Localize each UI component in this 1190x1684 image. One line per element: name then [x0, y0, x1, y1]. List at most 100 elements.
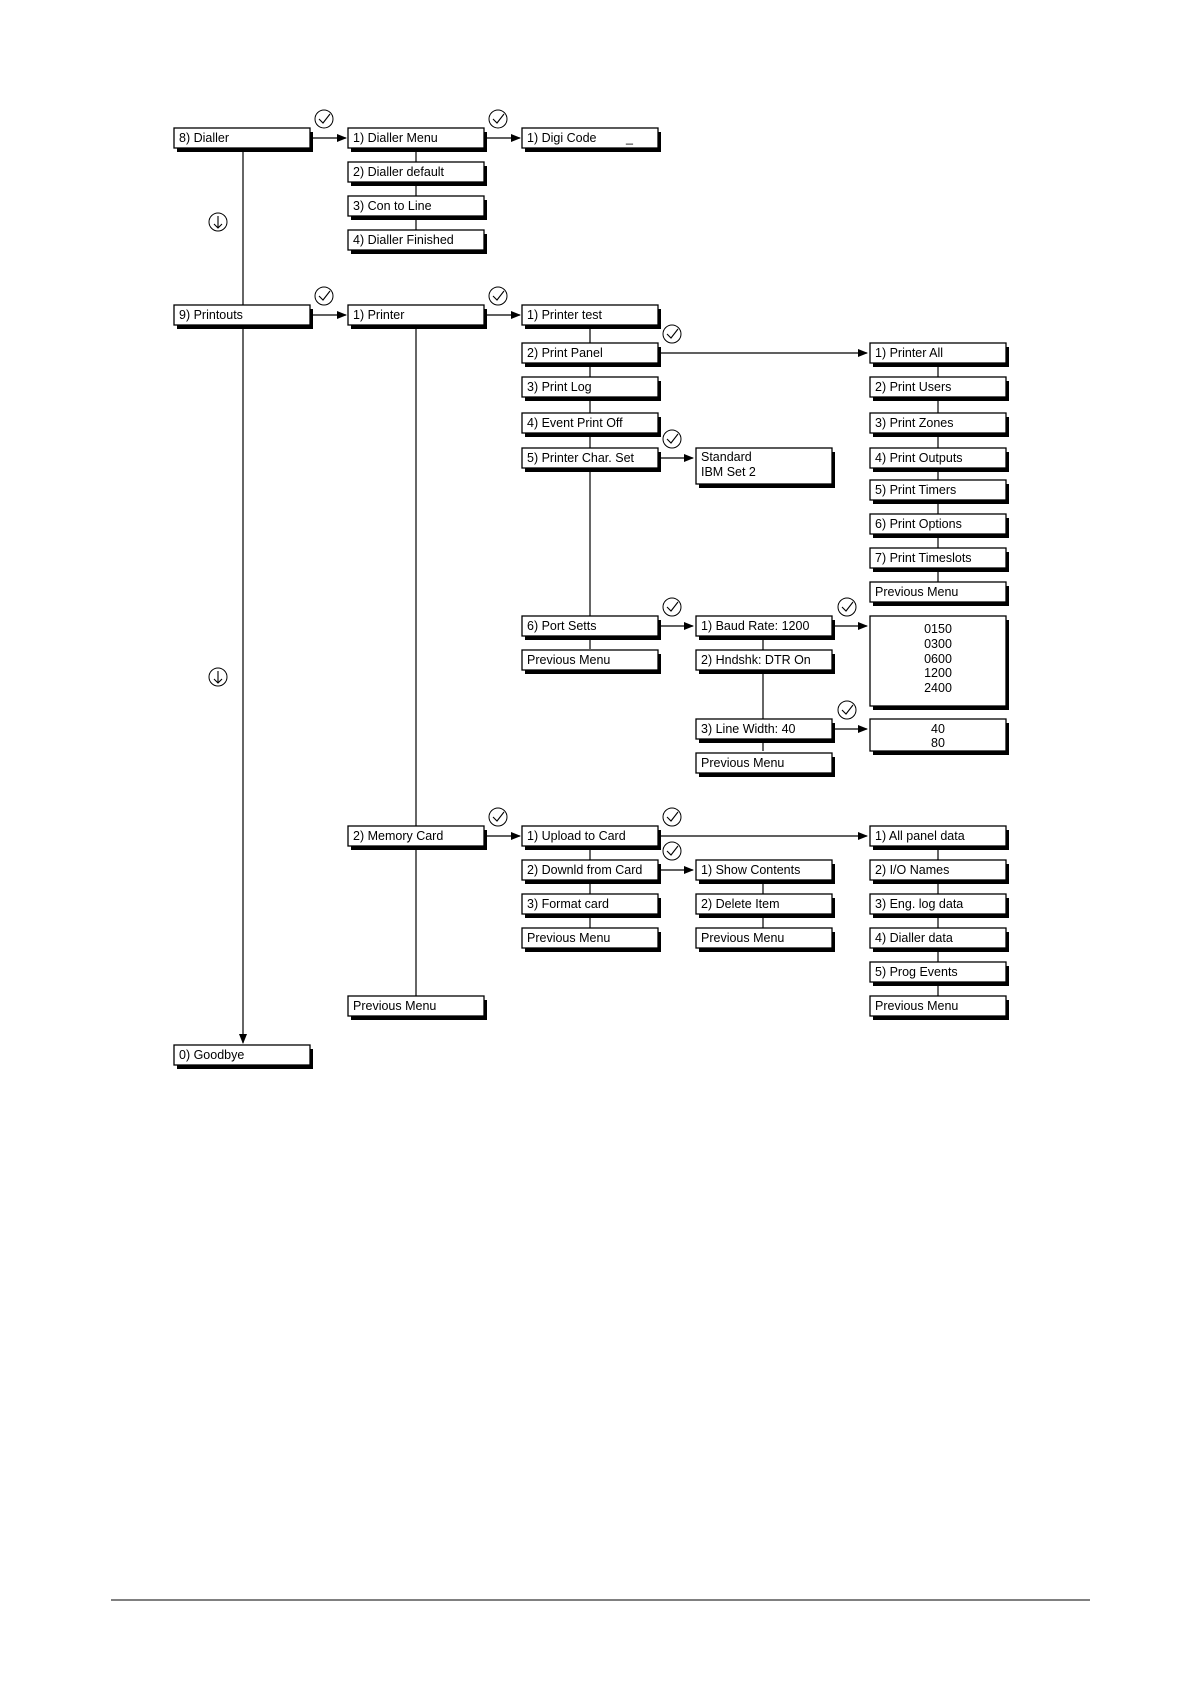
- menu-previous-menu-printer-label: Previous Menu: [527, 653, 610, 667]
- check-icon: [662, 597, 682, 617]
- check-icon: [662, 429, 682, 449]
- menu-print-timers-label: 5) Print Timers: [875, 483, 956, 497]
- menu-format-card-label: 3) Format card: [527, 897, 609, 911]
- menu-memory-card-label: 2) Memory Card: [353, 829, 443, 843]
- check-icon: [314, 109, 334, 129]
- menu-delete-item[interactable]: 2) Delete Item: [695, 893, 835, 918]
- char-set-option: IBM Set 2: [701, 465, 756, 479]
- menu-prog-events-label: 5) Prog Events: [875, 965, 958, 979]
- menu-previous-menu-panel[interactable]: Previous Menu: [869, 581, 1009, 606]
- menu-printouts[interactable]: 9) Printouts: [173, 304, 313, 329]
- menu-printer-all[interactable]: 1) Printer All: [869, 342, 1009, 367]
- menu-printer-label: 1) Printer: [353, 308, 404, 322]
- menu-goodbye[interactable]: 0) Goodbye: [173, 1044, 313, 1069]
- menu-eng-log-data-label: 3) Eng. log data: [875, 897, 963, 911]
- menu-print-outputs-label: 4) Print Outputs: [875, 451, 963, 465]
- menu-print-options[interactable]: 6) Print Options: [869, 513, 1009, 538]
- menu-dialler-label: 8) Dialler: [179, 131, 229, 145]
- menu-delete-item-label: 2) Delete Item: [701, 897, 780, 911]
- menu-digi-code-label: 1) Digi Code: [527, 131, 597, 145]
- menu-previous-menu-upload[interactable]: Previous Menu: [869, 995, 1009, 1020]
- menu-previous-menu-panel-label: Previous Menu: [875, 585, 958, 599]
- menu-hndshk[interactable]: 2) Hndshk: DTR On: [695, 649, 835, 674]
- menu-print-log[interactable]: 3) Print Log: [521, 376, 661, 401]
- menu-port-setts[interactable]: 6) Port Setts: [521, 615, 661, 640]
- menu-dialler-finished-label: 4) Dialler Finished: [353, 233, 454, 247]
- menu-print-timeslots-label: 7) Print Timeslots: [875, 551, 972, 565]
- menu-con-to-line-label: 3) Con to Line: [353, 199, 432, 213]
- menu-previous-menu-card-label: Previous Menu: [527, 931, 610, 945]
- menu-previous-menu-port[interactable]: Previous Menu: [695, 752, 835, 777]
- menu-print-timeslots[interactable]: 7) Print Timeslots: [869, 547, 1009, 572]
- menu-previous-menu-printouts[interactable]: Previous Menu: [347, 995, 487, 1020]
- char-set-option: Standard: [701, 450, 752, 464]
- menu-show-contents[interactable]: 1) Show Contents: [695, 859, 835, 884]
- menu-eng-log-data[interactable]: 3) Eng. log data: [869, 893, 1009, 918]
- menu-con-to-line[interactable]: 3) Con to Line: [347, 195, 487, 220]
- menu-print-log-label: 3) Print Log: [527, 380, 592, 394]
- menu-previous-menu-downld[interactable]: Previous Menu: [695, 927, 835, 952]
- menu-printer-test[interactable]: 1) Printer test: [521, 304, 661, 329]
- menu-dialler-default-label: 2) Dialler default: [353, 165, 445, 179]
- menu-memory-card[interactable]: 2) Memory Card: [347, 825, 487, 850]
- menu-printer[interactable]: 1) Printer: [347, 304, 487, 329]
- baud-option: 2400: [924, 681, 952, 695]
- menu-upload-to-card-label: 1) Upload to Card: [527, 829, 626, 843]
- menu-previous-menu-card[interactable]: Previous Menu: [521, 927, 661, 952]
- menu-print-outputs[interactable]: 4) Print Outputs: [869, 447, 1009, 472]
- baud-option: 1200: [924, 666, 952, 680]
- menu-port-setts-label: 6) Port Setts: [527, 619, 596, 633]
- menu-printer-test-label: 1) Printer test: [527, 308, 603, 322]
- menu-digi-code[interactable]: 1) Digi Code _: [521, 127, 661, 152]
- menu-hndshk-label: 2) Hndshk: DTR On: [701, 653, 811, 667]
- menu-baud-rate-label: 1) Baud Rate: 1200: [701, 619, 809, 633]
- menu-print-timers[interactable]: 5) Print Timers: [869, 479, 1009, 504]
- check-icon: [488, 807, 508, 827]
- menu-event-print-off[interactable]: 4) Event Print Off: [521, 412, 661, 437]
- menu-dialler-menu-label: 1) Dialler Menu: [353, 131, 438, 145]
- menu-line-width-label: 3) Line Width: 40: [701, 722, 796, 736]
- menu-print-panel-label: 2) Print Panel: [527, 346, 603, 360]
- menu-dialler[interactable]: 8) Dialler: [173, 127, 313, 152]
- menu-printer-char-set-label: 5) Printer Char. Set: [527, 451, 635, 465]
- menu-show-contents-label: 1) Show Contents: [701, 863, 800, 877]
- menu-print-users-label: 2) Print Users: [875, 380, 951, 394]
- check-icon: [837, 700, 857, 720]
- digi-code-cursor: _: [625, 131, 634, 145]
- menu-upload-to-card[interactable]: 1) Upload to Card: [521, 825, 661, 850]
- menu-previous-menu-printer[interactable]: Previous Menu: [521, 649, 661, 674]
- menu-all-panel-data[interactable]: 1) All panel data: [869, 825, 1009, 850]
- menu-format-card[interactable]: 3) Format card: [521, 893, 661, 918]
- menu-downld-from-card-label: 2) Downld from Card: [527, 863, 642, 877]
- menu-previous-menu-upload-label: Previous Menu: [875, 999, 958, 1013]
- menu-print-zones[interactable]: 3) Print Zones: [869, 412, 1009, 437]
- menu-print-panel[interactable]: 2) Print Panel: [521, 342, 661, 367]
- menu-dialler-data[interactable]: 4) Dialler data: [869, 927, 1009, 952]
- check-icon: [488, 286, 508, 306]
- menu-io-names-label: 2) I/O Names: [875, 863, 949, 877]
- menu-printer-all-label: 1) Printer All: [875, 346, 943, 360]
- menu-baud-rate[interactable]: 1) Baud Rate: 1200: [695, 615, 835, 640]
- baud-option: 0600: [924, 652, 952, 666]
- menu-goodbye-label: 0) Goodbye: [179, 1048, 244, 1062]
- menu-print-users[interactable]: 2) Print Users: [869, 376, 1009, 401]
- menu-prog-events[interactable]: 5) Prog Events: [869, 961, 1009, 986]
- menu-downld-from-card[interactable]: 2) Downld from Card: [521, 859, 661, 884]
- menu-io-names[interactable]: 2) I/O Names: [869, 859, 1009, 884]
- check-icon: [662, 324, 682, 344]
- menu-dialler-default[interactable]: 2) Dialler default: [347, 161, 487, 186]
- menu-dialler-menu[interactable]: 1) Dialler Menu: [347, 127, 487, 152]
- menu-all-panel-data-label: 1) All panel data: [875, 829, 965, 843]
- menu-printer-char-set[interactable]: 5) Printer Char. Set: [521, 447, 661, 472]
- menu-dialler-data-label: 4) Dialler data: [875, 931, 953, 945]
- down-arrow-icon: [208, 667, 228, 687]
- menu-print-options-label: 6) Print Options: [875, 517, 962, 531]
- menu-line-width[interactable]: 3) Line Width: 40: [695, 718, 835, 743]
- menu-previous-menu-port-label: Previous Menu: [701, 756, 784, 770]
- menu-dialler-finished[interactable]: 4) Dialler Finished: [347, 229, 487, 254]
- menu-previous-menu-printouts-label: Previous Menu: [353, 999, 436, 1013]
